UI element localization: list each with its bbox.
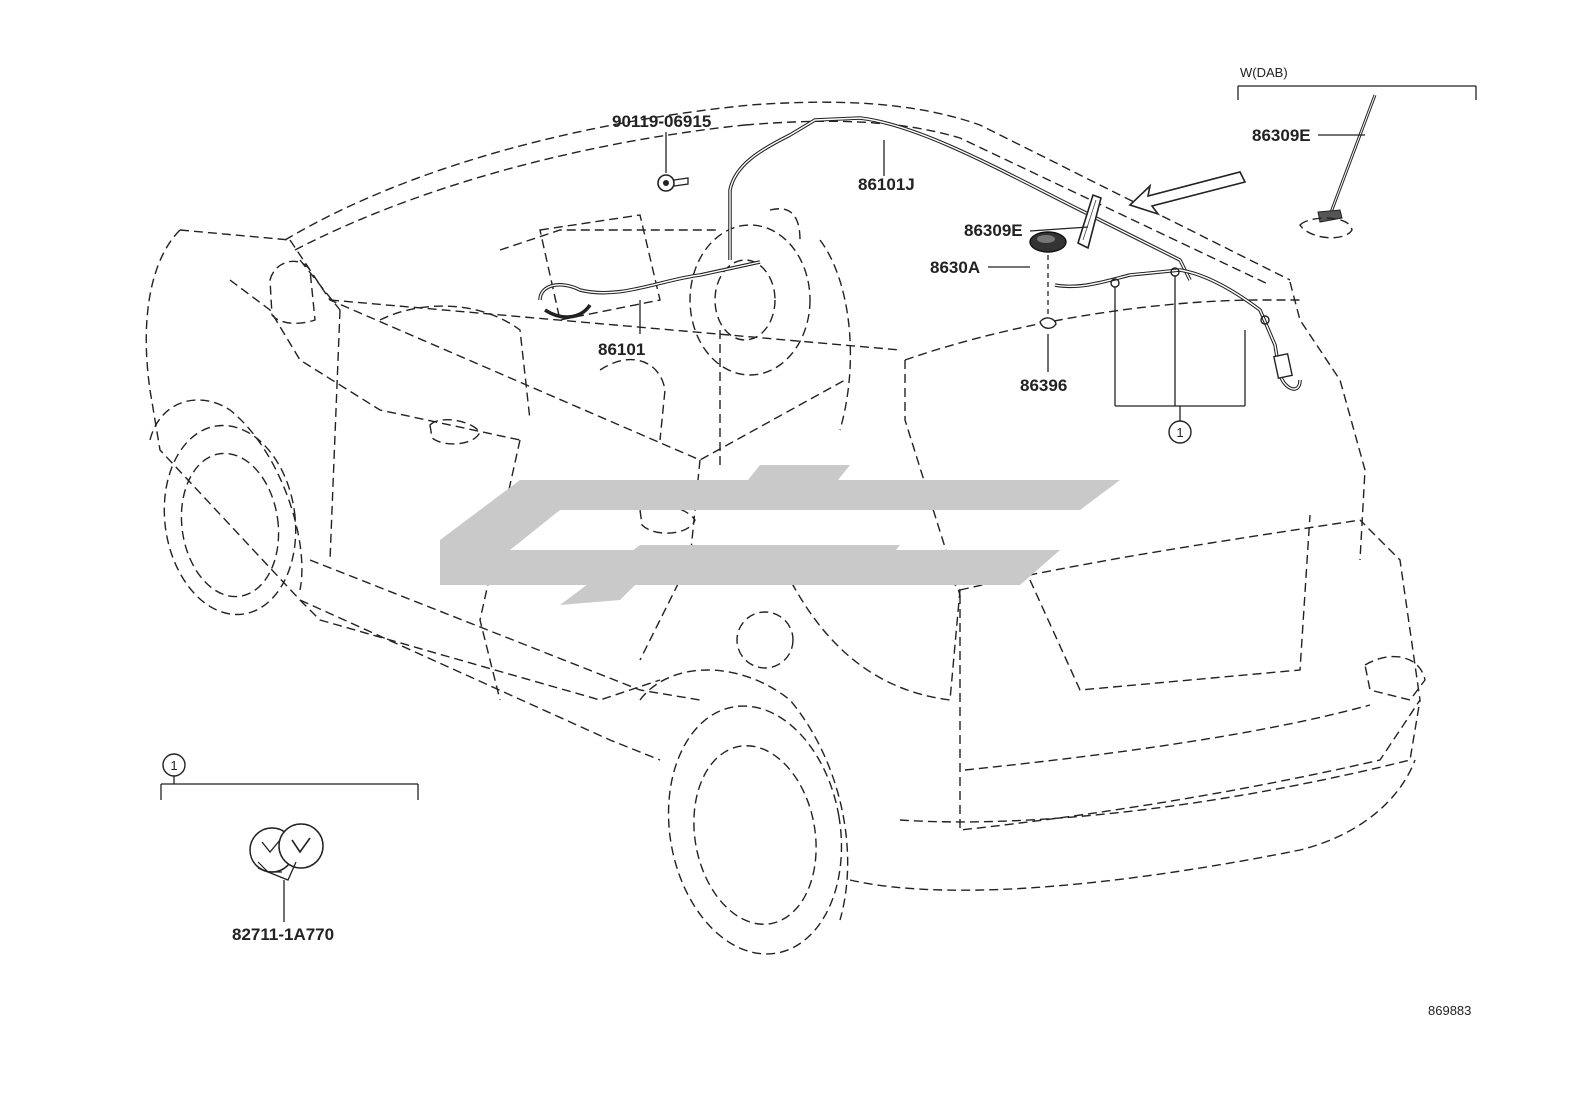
antenna-pad-icon [1039, 317, 1057, 329]
clip-point-c-icon [1260, 315, 1270, 325]
part-label-clip: 82711-1A770 [232, 925, 334, 944]
part-label-roof-cable: 86101J [858, 175, 915, 194]
watermark-logo [440, 465, 1120, 605]
bolt-icon [657, 174, 689, 192]
clip-icon [249, 823, 324, 881]
antenna-base-icon [1029, 231, 1067, 253]
part-label-antenna-base: 8630A [930, 258, 980, 277]
leader-lines [160, 85, 1477, 922]
callout-circle-b [162, 753, 186, 777]
figure-code: 869883 [1428, 1003, 1471, 1018]
part-label-pad: 86396 [1020, 376, 1067, 395]
callout-label-b: 1 [170, 758, 177, 773]
part-label-bolt: 90119-06915 [612, 112, 711, 131]
antenna-cable-86101J [728, 116, 1192, 281]
group-label-dab: W(DAB) [1240, 65, 1288, 80]
part-label-dab-antenna: 86309E [1252, 126, 1311, 145]
car-body-outline [145, 101, 1426, 955]
antenna-cable-rear [1054, 268, 1302, 391]
roof-antenna-rod-icon [1077, 193, 1102, 250]
callout-label-a: 1 [1176, 425, 1183, 440]
callout-circle-a [1168, 420, 1192, 444]
dab-antenna-icon [1299, 94, 1377, 239]
antenna-cable-86101 [538, 260, 761, 319]
part-label-antenna-mid: 86309E [964, 221, 1023, 240]
part-label-dash-cable: 86101 [598, 340, 645, 359]
view-arrow-icon [1128, 171, 1247, 216]
